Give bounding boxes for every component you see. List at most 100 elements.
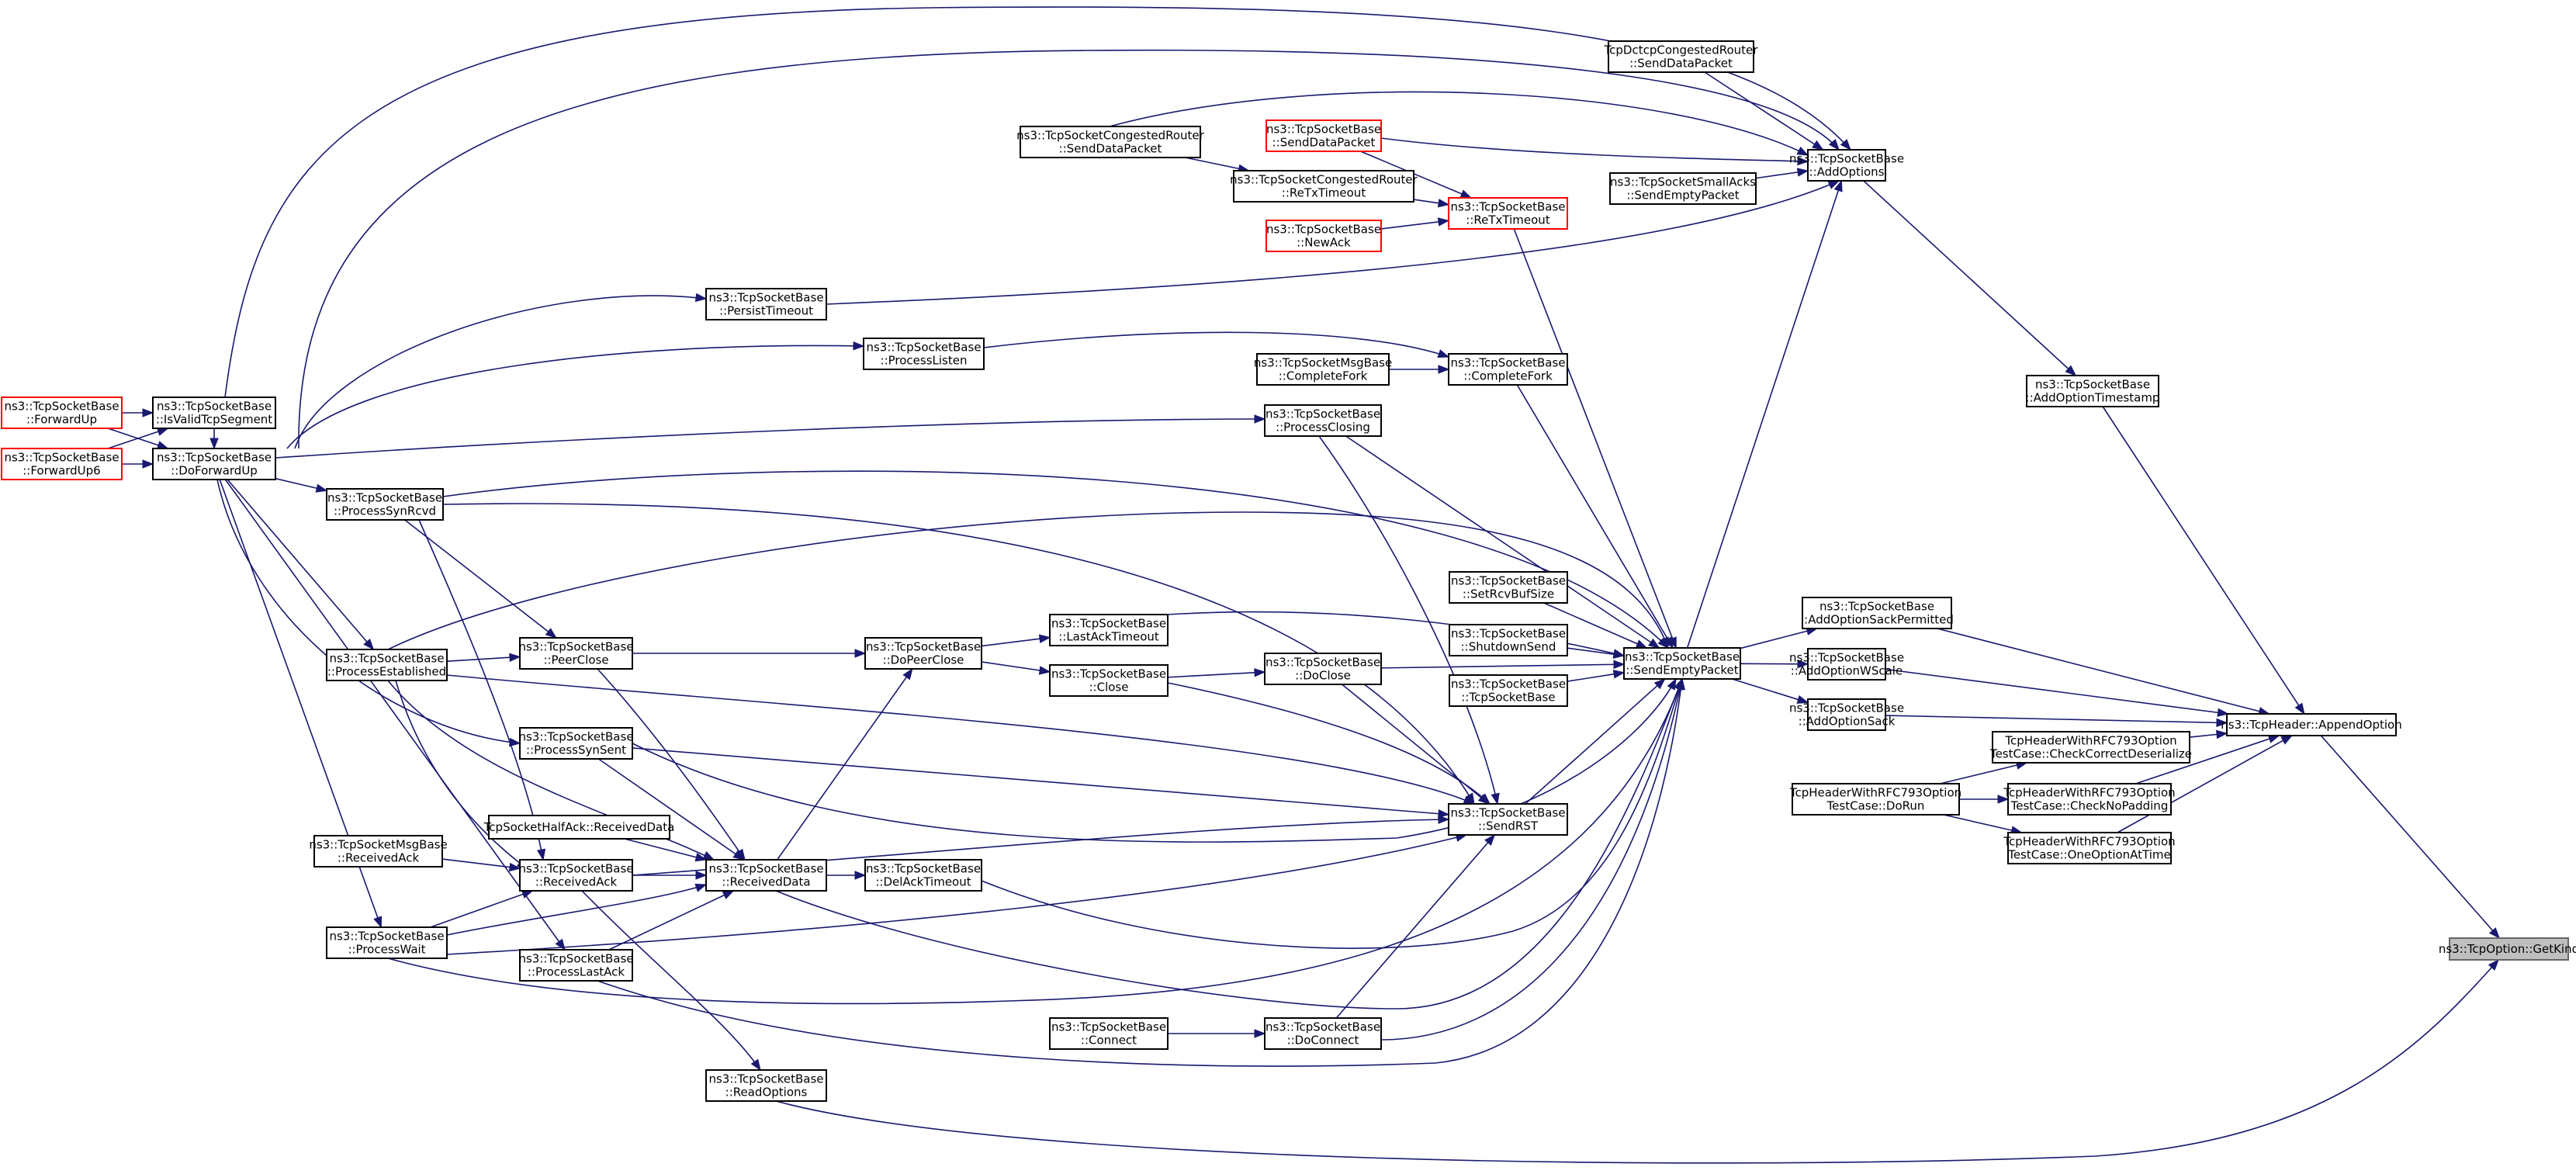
node-box-receiveddata[interactable]	[705, 859, 827, 892]
node-box-halfackreceiveddata[interactable]	[488, 815, 670, 840]
node-box-dctcpsenddatapacket[interactable]	[1608, 40, 1754, 73]
node-box-oneoptionattime[interactable]	[2007, 832, 2172, 864]
node-box-addoptionwscale[interactable]	[1807, 648, 1886, 681]
node-box-processlisten[interactable]	[863, 338, 985, 370]
node-box-addoptionsackpermitted[interactable]	[1802, 597, 1952, 629]
node-doforwardup[interactable]: ns3::TcpSocketBase::DoForwardUp	[152, 448, 276, 480]
node-box-readoptions[interactable]	[705, 1069, 827, 1102]
node-checknopadding[interactable]: TcpHeaderWithRFC793OptionTestCase::Check…	[2003, 783, 2176, 816]
node-box-setrcvbufsize[interactable]	[1449, 571, 1568, 604]
node-processestablished[interactable]: ns3::TcpSocketBase::ProcessEstablished	[326, 649, 448, 681]
node-delacktimeout[interactable]: ns3::TcpSocketBase::DelAckTimeout	[864, 859, 982, 892]
node-box-congretxtimeout[interactable]	[1233, 170, 1414, 203]
node-sendemptypacket[interactable]: ns3::TcpSocketBase::SendEmptyPacket	[1623, 647, 1741, 680]
node-processsynrcvd[interactable]: ns3::TcpSocketBase::ProcessSynRcvd	[326, 488, 444, 521]
node-box-msgreceivedack[interactable]	[313, 835, 443, 868]
node-box-isvalidtcpsegment[interactable]	[152, 397, 276, 429]
node-completefork[interactable]: ns3::TcpSocketBase::CompleteFork	[1448, 353, 1568, 386]
node-senddatapacket[interactable]: ns3::TcpSocketBase::SendDataPacket	[1265, 119, 1382, 152]
node-box-receivedack[interactable]	[519, 859, 633, 892]
node-box-close[interactable]	[1049, 664, 1169, 697]
node-processlastack[interactable]: ns3::TcpSocketBase::ProcessLastAck	[518, 949, 634, 982]
node-doconnect[interactable]: ns3::TcpSocketBase::DoConnect	[1264, 1017, 1382, 1050]
node-lastacktimeout[interactable]: ns3::TcpSocketBase::LastAckTimeout	[1049, 614, 1169, 646]
node-smallacksendempty[interactable]: ns3::TcpSocketSmallAcks::SendEmptyPacket	[1609, 172, 1757, 205]
node-peerclose[interactable]: ns3::TcpSocketBase::PeerClose	[518, 637, 634, 670]
node-receivedack[interactable]: ns3::TcpSocketBase::ReceivedAck	[518, 859, 634, 892]
node-box-processclosing[interactable]	[1264, 404, 1382, 437]
node-box-forwardup6[interactable]	[1, 448, 123, 480]
node-tcpsocketbase[interactable]: ns3::TcpSocketBase::TcpSocketBase	[1449, 674, 1568, 707]
node-addoptionsackpermitted[interactable]: ns3::TcpSocketBase::AddOptionSackPermitt…	[1800, 597, 1954, 629]
node-box-newack[interactable]	[1265, 220, 1382, 252]
node-box-processestablished[interactable]	[326, 649, 448, 681]
node-box-processsynsent[interactable]	[519, 727, 633, 760]
node-box-addoptionsack[interactable]	[1807, 698, 1886, 731]
node-box-doconnect[interactable]	[1264, 1017, 1382, 1050]
node-addoptionsack[interactable]: ns3::TcpSocketBase::AddOptionSack	[1789, 698, 1904, 731]
node-connect[interactable]: ns3::TcpSocketBase::Connect	[1049, 1017, 1169, 1050]
node-box-lastacktimeout[interactable]	[1049, 614, 1169, 646]
node-box-retxtimeout[interactable]	[1448, 197, 1568, 230]
node-msgcompletefork[interactable]: ns3::TcpSocketMsgBase::CompleteFork	[1254, 353, 1392, 386]
node-appendoption[interactable]: ns3::TcpHeader::AppendOption	[2221, 713, 2402, 736]
node-box-appendoption[interactable]	[2226, 713, 2397, 736]
node-box-peerclose[interactable]	[519, 637, 633, 670]
node-dopeerclose[interactable]: ns3::TcpSocketBase::DoPeerClose	[864, 637, 982, 670]
node-isvalidtcpsegment[interactable]: ns3::TcpSocketBase::IsValidTcpSegment	[152, 397, 276, 429]
node-box-processwait[interactable]	[326, 926, 448, 959]
node-box-senddatapacket[interactable]	[1265, 119, 1382, 152]
node-persisttimeout[interactable]: ns3::TcpSocketBase::PersistTimeout	[705, 288, 827, 320]
node-box-dorun[interactable]	[1792, 783, 1960, 816]
node-box-forwardup[interactable]	[1, 397, 123, 429]
node-addoptions[interactable]: ns3::TcpSocketBase::AddOptions	[1789, 149, 1904, 182]
node-newack[interactable]: ns3::TcpSocketBase::NewAck	[1265, 220, 1382, 252]
node-processlisten[interactable]: ns3::TcpSocketBase::ProcessListen	[863, 338, 985, 370]
node-processsynsent[interactable]: ns3::TcpSocketBase::ProcessSynSent	[518, 727, 634, 760]
node-box-shutdownsend[interactable]	[1449, 624, 1568, 656]
node-setrcvbufsize[interactable]: ns3::TcpSocketBase::SetRcvBufSize	[1449, 571, 1568, 604]
node-box-smallacksendempty[interactable]	[1609, 172, 1757, 205]
node-sendrst[interactable]: ns3::TcpSocketBase::SendRST	[1448, 803, 1568, 836]
node-box-congsenddatapacket[interactable]	[1020, 126, 1201, 158]
node-msgreceivedack[interactable]: ns3::TcpSocketMsgBase::ReceivedAck	[309, 835, 448, 868]
node-box-doclose[interactable]	[1264, 653, 1382, 685]
node-box-addoptiontimestamp[interactable]	[2026, 375, 2159, 407]
node-getkind[interactable]: ns3::TcpOption::GetKind	[2439, 937, 2576, 961]
node-box-tcpsocketbase[interactable]	[1449, 674, 1568, 707]
node-dctcpsenddatapacket[interactable]: TcpDctcpCongestedRouter::SendDataPacket	[1604, 40, 1759, 73]
node-congsenddatapacket[interactable]: ns3::TcpSocketCongestedRouter::SendDataP…	[1016, 126, 1205, 158]
node-processwait[interactable]: ns3::TcpSocketBase::ProcessWait	[326, 926, 448, 959]
node-box-checknopadding[interactable]	[2007, 783, 2172, 816]
node-box-completefork[interactable]	[1448, 353, 1568, 386]
node-addoptionwscale[interactable]: ns3::TcpSocketBase::AddOptionWScale	[1789, 648, 1904, 681]
node-checkcorrectdeserialize[interactable]: TcpHeaderWithRFC793OptionTestCase::Check…	[1989, 731, 2192, 764]
node-box-processsynrcvd[interactable]	[326, 488, 444, 521]
node-box-doforwardup[interactable]	[152, 448, 276, 480]
node-box-sendrst[interactable]	[1448, 803, 1568, 836]
node-box-addoptions[interactable]	[1807, 149, 1886, 182]
node-box-persisttimeout[interactable]	[705, 288, 827, 320]
node-box-checkcorrectdeserialize[interactable]	[1992, 731, 2190, 764]
node-box-dopeerclose[interactable]	[864, 637, 982, 670]
node-box-sendemptypacket[interactable]	[1623, 647, 1741, 680]
node-halfackreceiveddata[interactable]: TcpSocketHalfAck::ReceivedData	[483, 815, 675, 840]
node-oneoptionattime[interactable]: TcpHeaderWithRFC793OptionTestCase::OneOp…	[2003, 832, 2176, 864]
node-box-processlastack[interactable]	[519, 949, 633, 982]
node-forwardup[interactable]: ns3::TcpSocketBase::ForwardUp	[1, 397, 123, 429]
node-box-msgcompletefork[interactable]	[1256, 353, 1390, 386]
node-doclose[interactable]: ns3::TcpSocketBase::DoClose	[1264, 653, 1382, 685]
node-addoptiontimestamp[interactable]: ns3::TcpSocketBase::AddOptionTimestamp	[2026, 375, 2160, 407]
node-box-delacktimeout[interactable]	[864, 859, 982, 892]
node-box-getkind[interactable]	[2449, 937, 2569, 961]
node-retxtimeout[interactable]: ns3::TcpSocketBase::ReTxTimeout	[1448, 197, 1568, 230]
node-close[interactable]: ns3::TcpSocketBase::Close	[1049, 664, 1169, 697]
node-box-connect[interactable]	[1049, 1017, 1169, 1050]
node-processclosing[interactable]: ns3::TcpSocketBase::ProcessClosing	[1264, 404, 1382, 437]
node-forwardup6[interactable]: ns3::TcpSocketBase::ForwardUp6	[1, 448, 123, 480]
node-congretxtimeout[interactable]: ns3::TcpSocketCongestedRouter::ReTxTimeo…	[1230, 170, 1418, 203]
node-readoptions[interactable]: ns3::TcpSocketBase::ReadOptions	[705, 1069, 827, 1102]
node-receiveddata[interactable]: ns3::TcpSocketBase::ReceivedData	[705, 859, 827, 892]
node-shutdownsend[interactable]: ns3::TcpSocketBase::ShutdownSend	[1449, 624, 1568, 656]
